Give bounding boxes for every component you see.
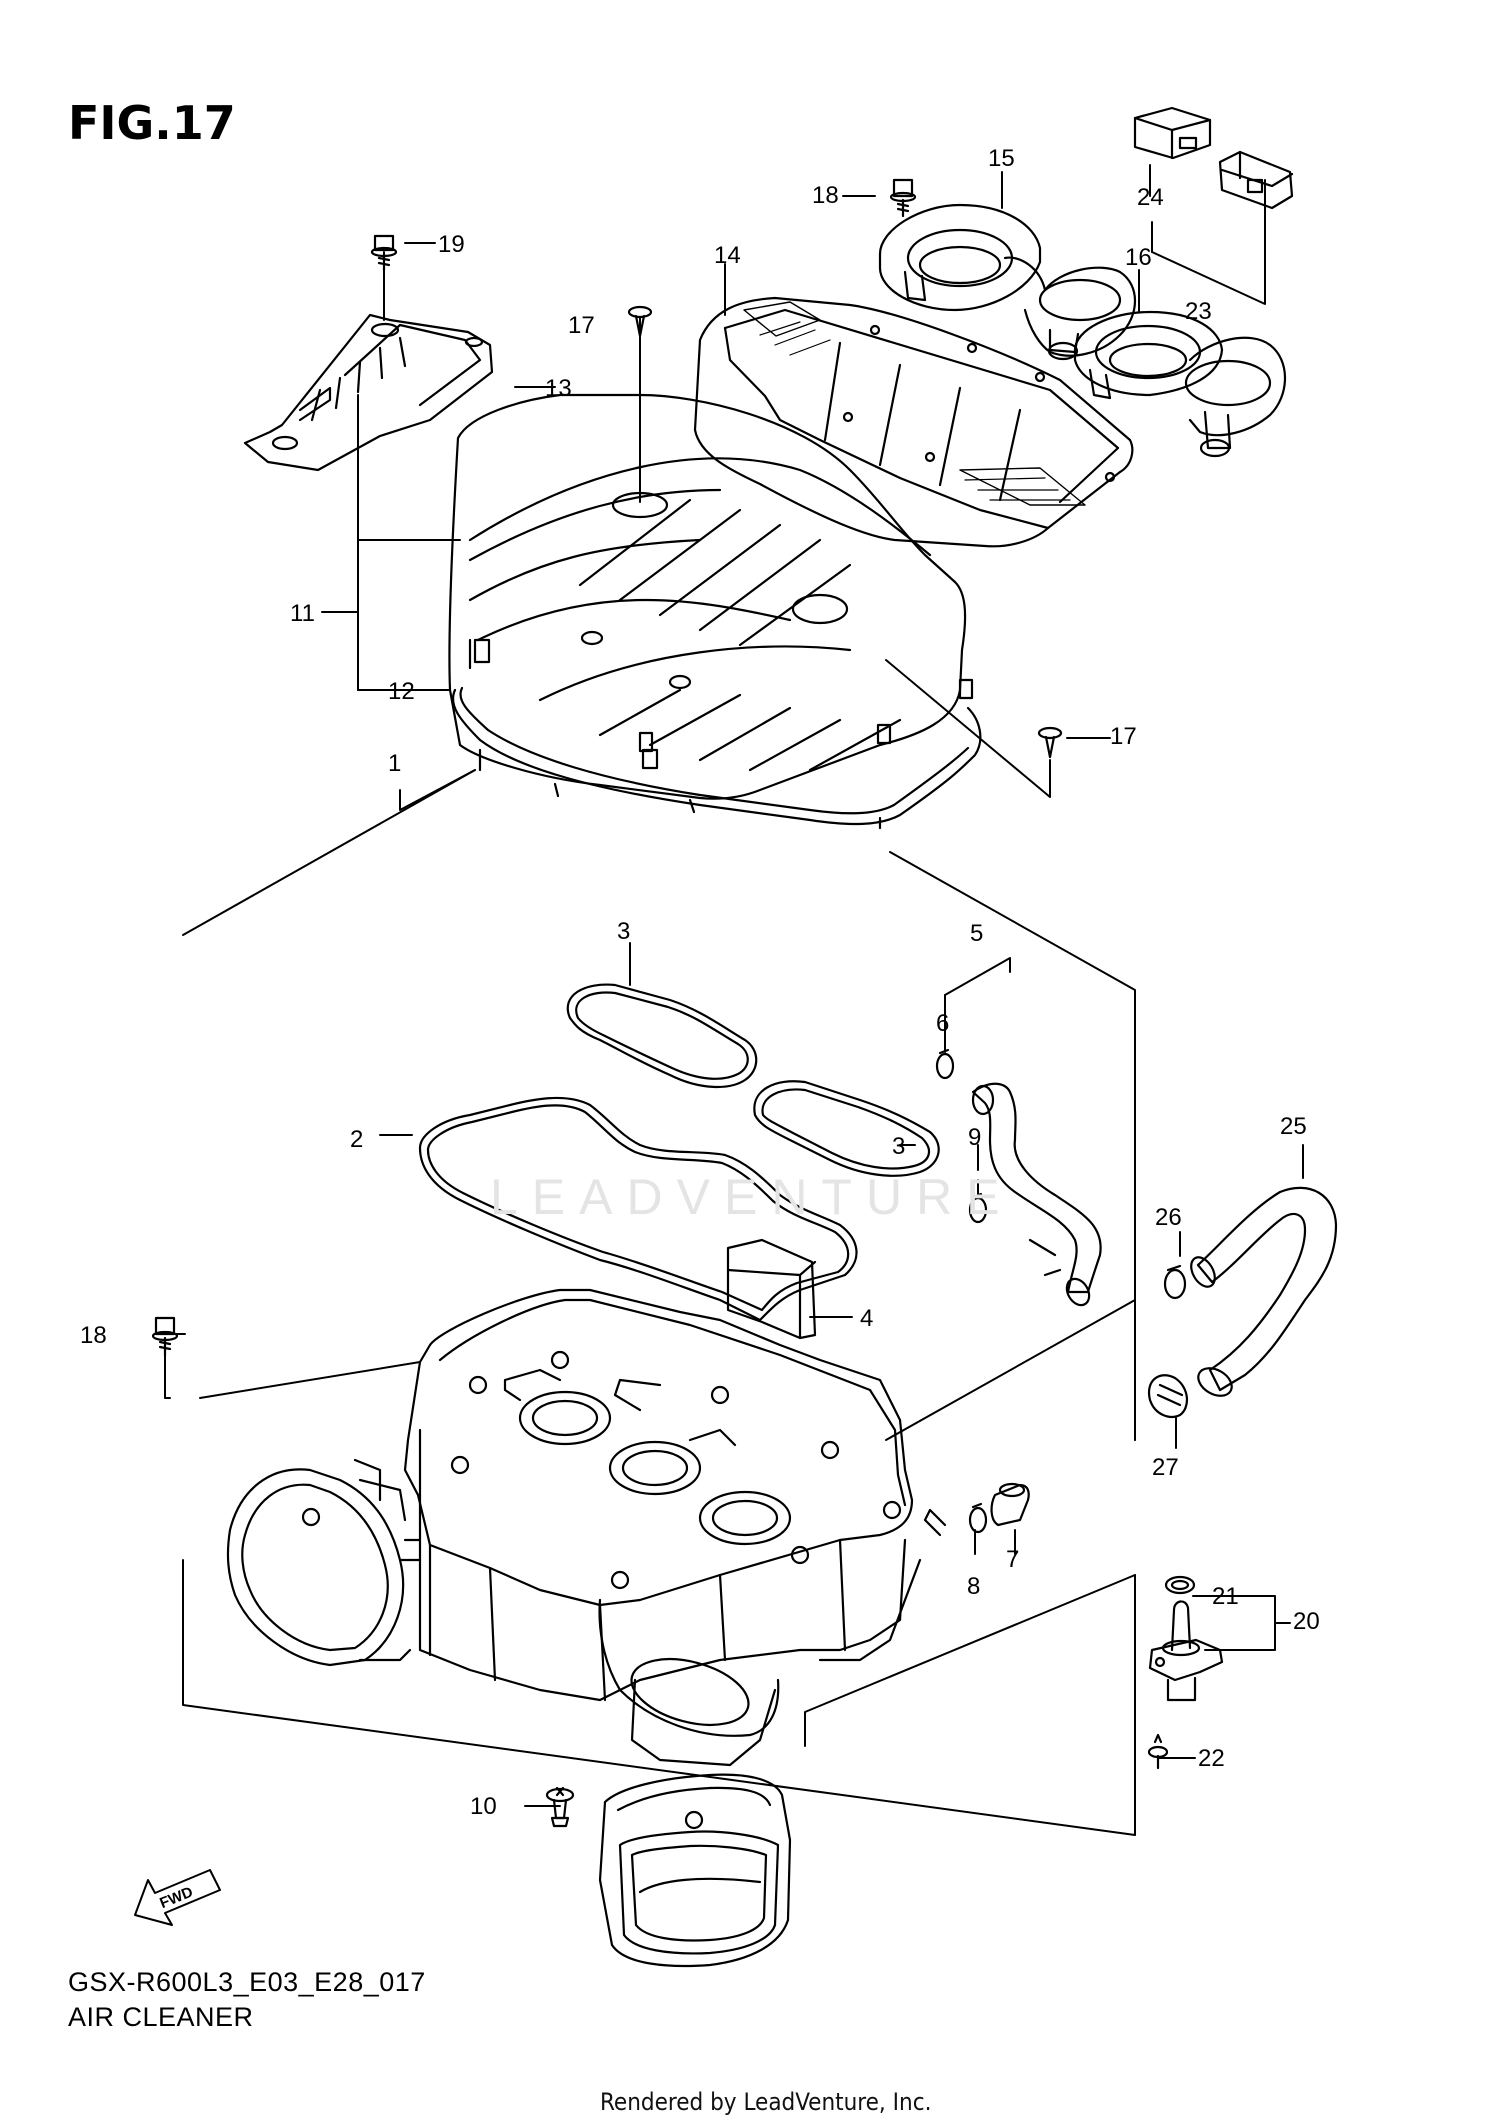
callout-27: 27: [1152, 1454, 1179, 1481]
callout-13: 13: [545, 375, 572, 402]
callout-9: 9: [968, 1124, 982, 1151]
callout-21: 21: [1212, 1583, 1239, 1610]
callout-8: 8: [967, 1573, 981, 1600]
callout-2: 2: [350, 1126, 364, 1153]
callout-25: 25: [1280, 1113, 1307, 1140]
callout-3-lower: 3: [892, 1133, 906, 1160]
callout-3-upper: 3: [617, 918, 631, 945]
watermark: LEADVENTURE: [490, 1169, 1014, 1225]
clamp-27: [1147, 1374, 1188, 1418]
callout-17-upper: 17: [568, 312, 595, 339]
connector-24: [1133, 106, 1212, 160]
o-ring-21: [1164, 1575, 1196, 1595]
pad-4: [726, 1238, 817, 1340]
intake-funnel-lower: [598, 1773, 792, 1968]
callout-12: 12: [388, 678, 415, 705]
intake-duct: [226, 1458, 412, 1667]
callout-1: 1: [388, 750, 402, 777]
gasket-3-upper: [566, 983, 758, 1088]
callout-18-lower: 18: [80, 1322, 107, 1349]
air-cleaner-cap-11: [448, 393, 974, 800]
bolt-18-upper: [889, 178, 917, 218]
callout-26: 26: [1155, 1204, 1182, 1231]
funnel-16: [1073, 310, 1287, 458]
funnel-15: [878, 203, 1137, 361]
gasket-3-lower: [753, 1080, 940, 1177]
screw-22: [1147, 1733, 1169, 1770]
air-filter-element-14: [693, 296, 1134, 548]
clamp-6: [935, 1048, 955, 1080]
callout-11: 11: [290, 600, 315, 627]
figure-title: FIG.17: [68, 96, 236, 150]
callout-20: 20: [1293, 1608, 1320, 1635]
bolt-19: [370, 234, 398, 272]
bracket-13: [243, 313, 494, 472]
callout-23: 23: [1185, 298, 1212, 325]
bolt-18-lower: [151, 1316, 179, 1358]
gasket-12: [451, 686, 982, 830]
callout-22: 22: [1198, 1745, 1225, 1772]
cap-7: [990, 1482, 1030, 1527]
hose-25: [1190, 1186, 1338, 1397]
callout-16: 16: [1125, 244, 1152, 271]
clip-10: [545, 1786, 575, 1828]
clamp-8: [968, 1502, 988, 1534]
hose-5: [971, 1082, 1102, 1307]
callout-6: 6: [936, 1010, 950, 1037]
screws-17: [627, 305, 1063, 759]
callout-7: 7: [1006, 1546, 1020, 1573]
sensor-20: [1148, 1600, 1224, 1702]
callout-14: 14: [714, 242, 741, 269]
gasket-2: [418, 1096, 858, 1322]
fwd-arrow-icon: FWD: [134, 1869, 221, 1926]
sensor-23: [1218, 150, 1294, 210]
clamp-9: [968, 1192, 988, 1224]
clamp-26: [1163, 1264, 1187, 1300]
leader-lines: [164, 164, 1304, 1836]
callout-10: 10: [470, 1793, 497, 1820]
callout-5: 5: [970, 920, 984, 947]
figure-code: GSX-R600L3_E03_E28_017: [68, 1967, 426, 1997]
callout-24: 24: [1137, 184, 1164, 211]
callout-19: 19: [438, 231, 465, 258]
figure-name: AIR CLEANER: [68, 2002, 254, 2032]
callout-4: 4: [860, 1305, 874, 1332]
rendered-by-credit: Rendered by LeadVenture, Inc.: [600, 2088, 932, 2116]
callout-18-upper: 18: [812, 182, 839, 209]
callout-17-lower: 17: [1110, 723, 1137, 750]
air-cleaner-case-1: [398, 1288, 947, 1767]
callout-15: 15: [988, 145, 1015, 172]
